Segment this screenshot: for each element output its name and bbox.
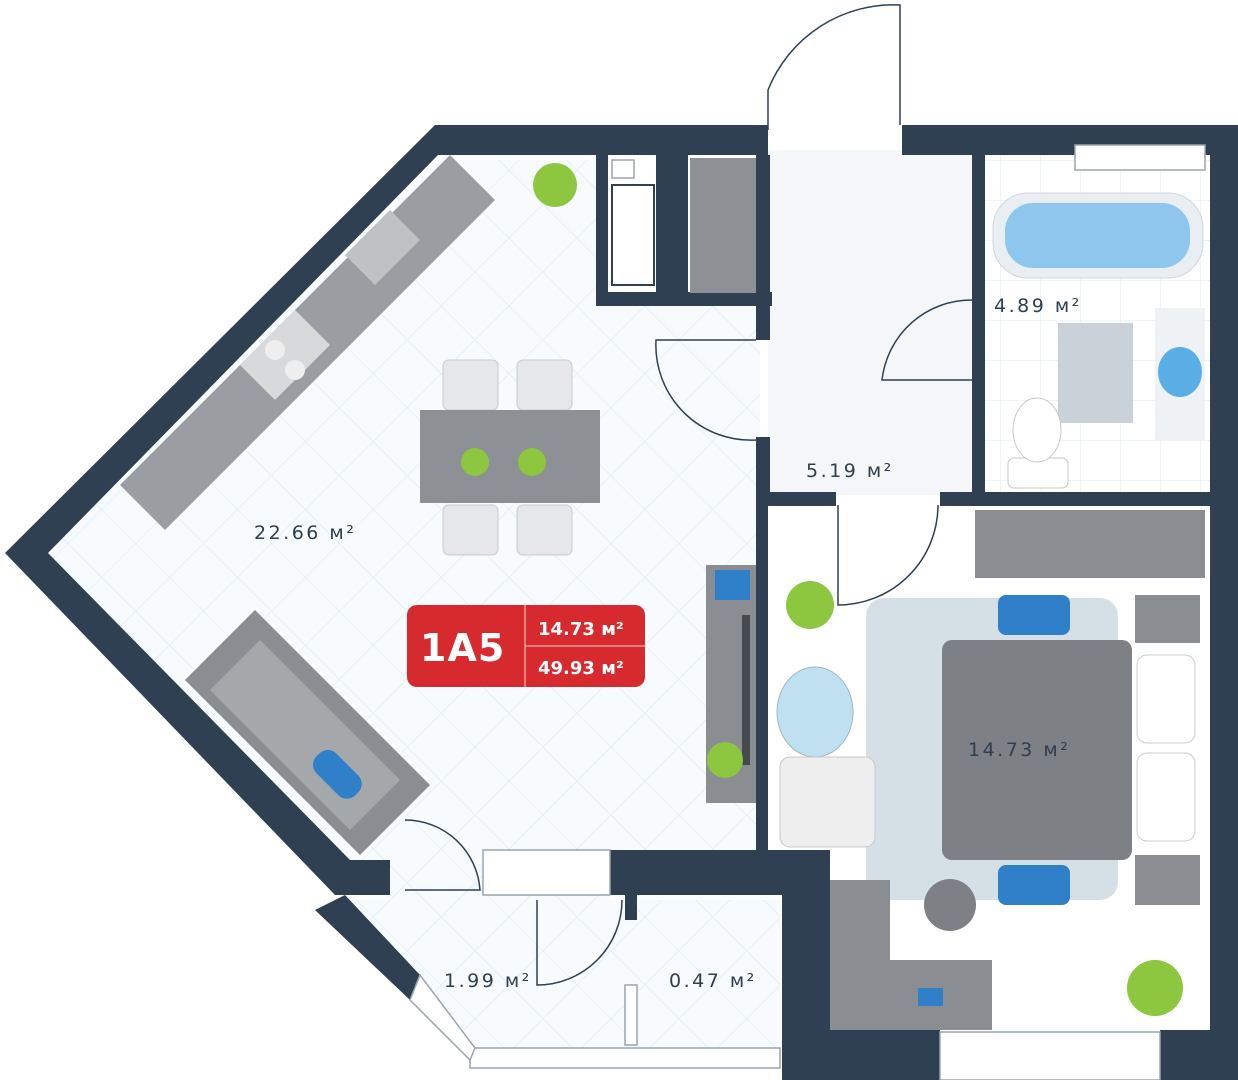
- pouf: [998, 865, 1070, 905]
- apartment-code: 1A5: [420, 626, 505, 670]
- toilet: [1012, 397, 1062, 463]
- office-chair: [924, 879, 976, 931]
- wall-hall-left-top: [756, 155, 770, 340]
- nightstand: [1135, 595, 1200, 643]
- window-bedroom-bottom: [939, 1031, 1161, 1080]
- sink: [345, 210, 420, 285]
- sofa: [185, 610, 430, 855]
- bed: [942, 640, 1132, 860]
- door-living: [655, 339, 757, 441]
- wall-bath-left: [972, 155, 985, 495]
- dining-table: [420, 410, 600, 503]
- pillow: [1136, 654, 1196, 744]
- window-living-niche: [611, 159, 635, 179]
- plant-icon: [707, 742, 743, 778]
- door-storage: [536, 899, 623, 986]
- door-bedroom: [837, 504, 939, 606]
- stove-burner: [285, 360, 305, 380]
- bathtub-water: [1005, 203, 1190, 268]
- area-bathroom: 4.89 м²: [994, 295, 1082, 317]
- cushion: [312, 749, 362, 799]
- pillow: [1136, 752, 1196, 842]
- dining-chair: [516, 504, 573, 556]
- doors: [404, 4, 973, 986]
- wall-bed-left-lower: [782, 850, 830, 1080]
- tv-unit: [706, 565, 756, 803]
- stove: [240, 310, 330, 400]
- wall-balcony-left: [315, 895, 420, 1000]
- living-area: 14.73 м²: [538, 619, 624, 640]
- wall-niche-mid: [656, 155, 688, 295]
- desk: [830, 880, 992, 1030]
- laptop: [715, 570, 750, 600]
- tv: [742, 615, 750, 765]
- hallway-floor: [768, 150, 973, 495]
- total-area: 49.93 м²: [538, 658, 624, 679]
- shelf: [611, 184, 655, 286]
- kitchen-counter: [120, 155, 495, 530]
- wall-niche-left: [596, 155, 608, 305]
- window-balcony-door: [482, 849, 611, 896]
- bath-mat: [1058, 323, 1133, 423]
- stove-burner: [265, 340, 285, 360]
- toilet-tank: [1007, 457, 1069, 489]
- area-kitchen-living: 22.66 м²: [254, 522, 356, 544]
- wall-bed-left: [756, 505, 768, 850]
- dining-chair: [516, 359, 573, 411]
- wall-niche-bottom: [596, 292, 772, 306]
- dining-set: [420, 359, 600, 556]
- bathroom-fixtures: [992, 192, 1205, 489]
- wall-balcony-right: [625, 895, 637, 920]
- balcony-floor-grid: [345, 900, 780, 1050]
- monitor: [918, 988, 943, 1006]
- window-balcony-side: [624, 984, 638, 1046]
- wall-bottom-right: [1160, 1030, 1238, 1080]
- window-bathroom: [1074, 144, 1206, 171]
- window-balcony-diagonal: [409, 973, 476, 1062]
- apartment-badge: 1A5 14.73 м² 49.93 м²: [407, 605, 645, 687]
- window-balcony-bottom: [469, 1047, 781, 1069]
- door-balcony: [404, 819, 481, 891]
- entry-door: [767, 4, 901, 130]
- wall-bottom-mid: [830, 1030, 940, 1080]
- armchair: [779, 756, 876, 848]
- windows: [409, 144, 1206, 1080]
- plant-icon: [461, 448, 489, 476]
- bedroom-furniture: [776, 510, 1205, 1030]
- wardrobe: [690, 158, 756, 293]
- area-hallway: 5.19 м²: [806, 460, 894, 482]
- door-bath: [881, 299, 973, 381]
- dining-chair: [442, 359, 499, 411]
- area-bedroom: 14.73 м²: [968, 739, 1070, 761]
- walls: [5, 125, 1238, 1080]
- washbasin: [1158, 347, 1202, 397]
- area-labels: 22.66 м² 5.19 м² 4.89 м² 14.73 м² 1.99 м…: [254, 295, 1082, 992]
- plant-icon: [518, 448, 546, 476]
- nightstand: [1135, 855, 1200, 905]
- wall-hall-left-bottom: [756, 437, 770, 497]
- wall-right: [1210, 125, 1238, 1080]
- area-balcony: 1.99 м²: [444, 970, 532, 992]
- plant-icon: [1127, 960, 1183, 1016]
- coffee-table: [776, 666, 854, 758]
- wall-hall-bottom-left: [756, 492, 836, 506]
- pouf: [998, 595, 1070, 635]
- plant-icon: [533, 163, 577, 207]
- wall-bath-bottom: [940, 492, 1238, 506]
- bedroom-wardrobe: [975, 510, 1205, 578]
- wall-living-bottom: [610, 850, 782, 895]
- area-storage: 0.47 м²: [669, 970, 757, 992]
- plant-icon: [786, 581, 834, 629]
- dining-chair: [442, 504, 499, 556]
